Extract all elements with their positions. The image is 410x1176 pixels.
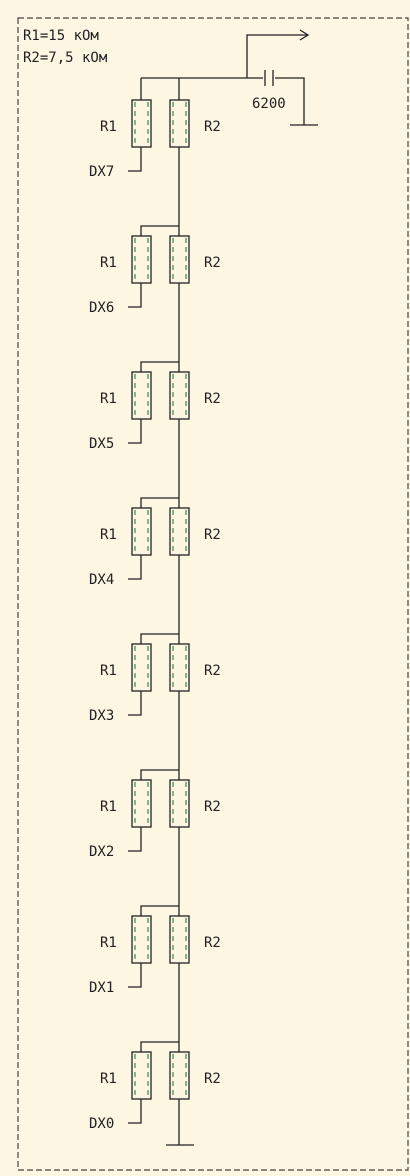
r1-label: R1 [100, 255, 117, 271]
input-lead-wire [128, 283, 142, 308]
input-lead-wire [128, 1099, 142, 1124]
input-lead-wire [128, 419, 142, 444]
ladder-wire [140, 225, 179, 236]
resistor-r1 [131, 507, 152, 556]
r1-label: R1 [100, 663, 117, 679]
input-label: DX6 [89, 300, 114, 316]
r2-label: R2 [204, 935, 221, 951]
r2-label: R2 [204, 799, 221, 815]
input-label: DX1 [89, 980, 114, 996]
input-label: DX2 [89, 844, 114, 860]
input-lead-wire [128, 555, 142, 580]
capacitor-to-ground-wire [275, 77, 305, 125]
r1-label: R1 [100, 527, 117, 543]
ladder-wire [140, 769, 179, 780]
r1-label: R1 [100, 1071, 117, 1087]
legend-r1: R1=15 кОм [23, 28, 99, 44]
input-label: DX7 [89, 164, 114, 180]
resistor-r1 [131, 371, 152, 420]
resistor-r2 [169, 371, 190, 420]
input-lead-wire [128, 147, 142, 172]
capacitor-label: 6200 [252, 96, 286, 112]
ladder-wire [140, 633, 179, 644]
resistor-r1 [131, 643, 152, 692]
r2-label: R2 [204, 119, 221, 135]
resistor-r1 [131, 779, 152, 828]
resistor-r1 [131, 99, 152, 148]
ladder-wire [140, 905, 179, 916]
resistor-r2 [169, 779, 190, 828]
output-wire [246, 34, 307, 78]
resistor-r1 [131, 915, 152, 964]
input-label: DX3 [89, 708, 114, 724]
r2-label: R2 [204, 255, 221, 271]
input-label: DX5 [89, 436, 114, 452]
ladder-wire [140, 361, 179, 372]
resistor-r2 [169, 507, 190, 556]
input-lead-wire [128, 827, 142, 852]
legend-r2: R2=7,5 кОм [23, 50, 108, 66]
r1-label: R1 [100, 391, 117, 407]
r1-label: R1 [100, 935, 117, 951]
capacitor-symbol [264, 70, 274, 86]
ladder-wire [140, 497, 179, 508]
ladder-wire [140, 1041, 179, 1052]
input-lead-wire [128, 963, 142, 988]
resistor-r2 [169, 99, 190, 148]
resistor-r1 [131, 235, 152, 284]
input-lead-wire [128, 691, 142, 716]
r1-label: R1 [100, 799, 117, 815]
resistor-r2 [169, 643, 190, 692]
resistor-r2 [169, 235, 190, 284]
output-arrow-icon [299, 29, 310, 41]
r2-label: R2 [204, 391, 221, 407]
r1-label: R1 [100, 119, 117, 135]
input-label: DX4 [89, 572, 114, 588]
diagram-border [17, 17, 409, 1171]
r2-label: R2 [204, 663, 221, 679]
resistor-r2 [169, 1051, 190, 1100]
r2-label: R2 [204, 1071, 221, 1087]
r2-label: R2 [204, 527, 221, 543]
input-label: DX0 [89, 1116, 114, 1132]
resistor-r2 [169, 915, 190, 964]
resistor-r1 [131, 1051, 152, 1100]
